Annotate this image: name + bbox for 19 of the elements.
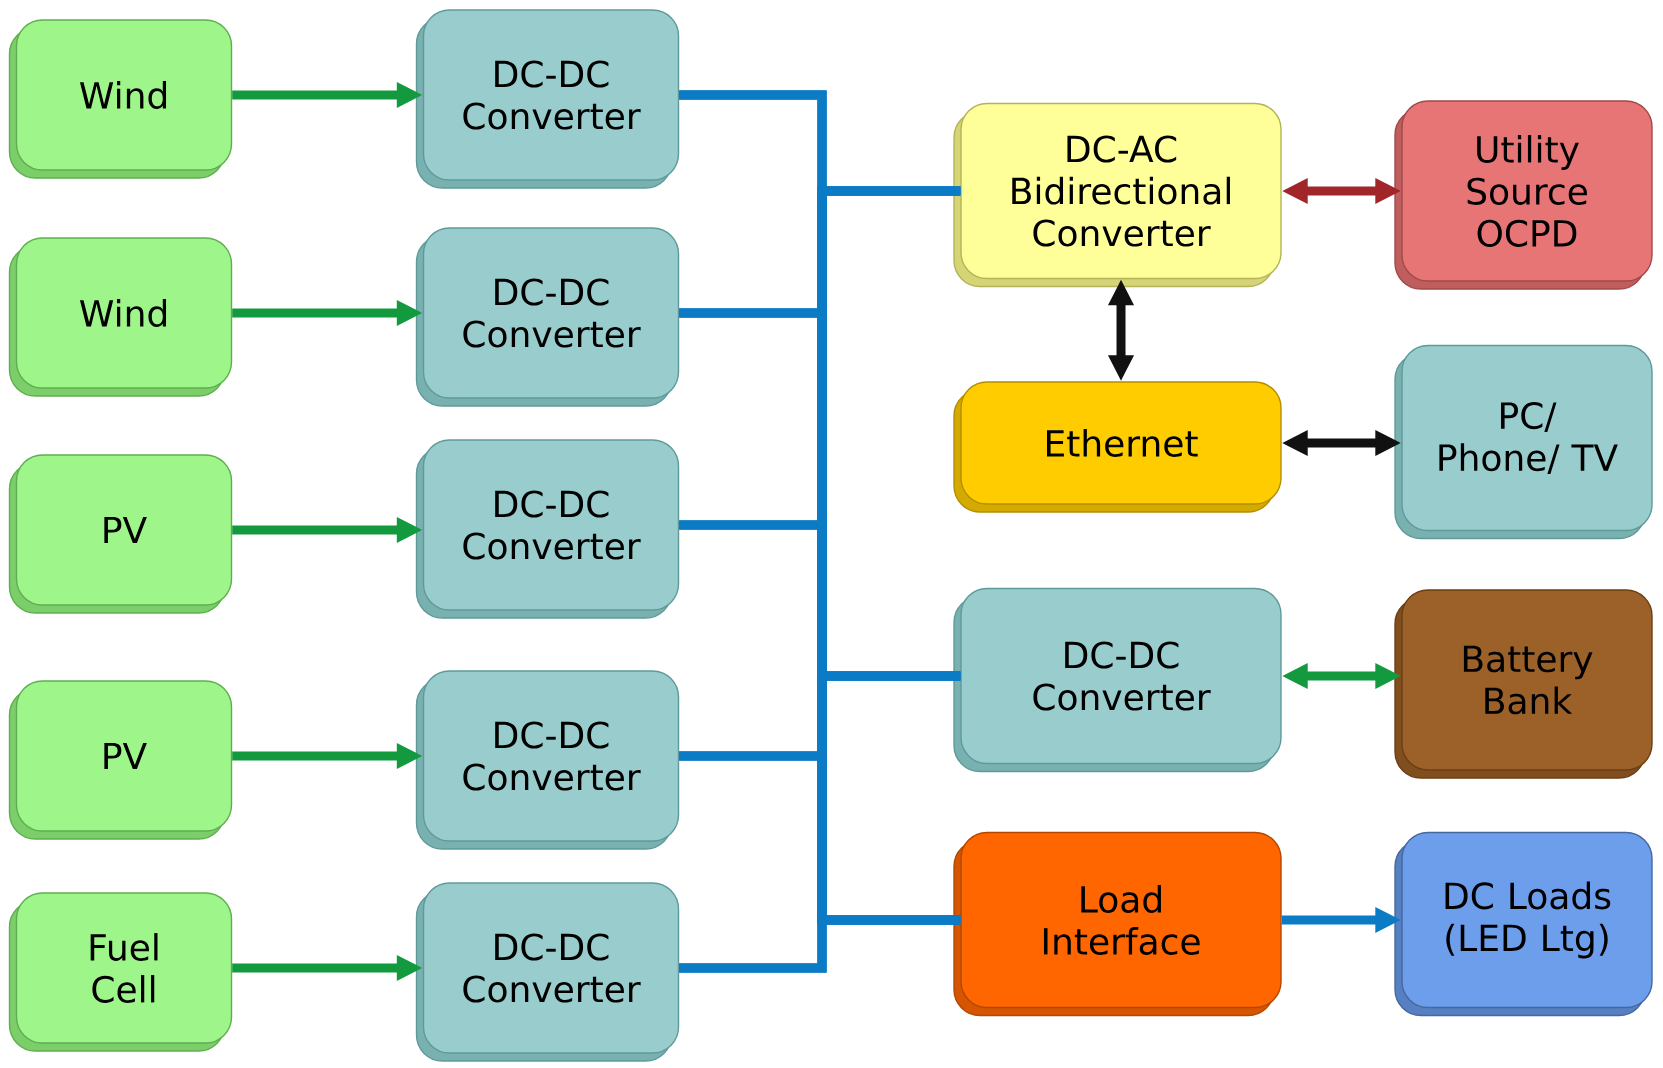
rounded-box: PV: [8, 680, 233, 840]
rounded-box: Fuel Cell: [8, 892, 233, 1052]
connector-line: [679, 915, 961, 973]
rounded-box: DC-DC Converter: [415, 882, 680, 1062]
rounded-box: Wind: [8, 19, 233, 179]
rounded-box: Utility Source OCPD: [1394, 100, 1653, 290]
rounded-box: Battery Bank: [1394, 589, 1653, 779]
rounded-box: DC Loads (LED Ltg): [1394, 831, 1653, 1017]
rounded-box: PV: [8, 454, 233, 614]
rounded-box: Wind: [8, 237, 233, 397]
rounded-box: DC-DC Converter: [415, 670, 680, 850]
rounded-box: DC-AC Bidirectional Converter: [953, 102, 1282, 288]
rounded-box: DC-DC Converter: [953, 587, 1282, 773]
rounded-box: DC-DC Converter: [415, 227, 680, 407]
rounded-box: PC/ Phone/ TV: [1394, 344, 1653, 540]
rounded-box: Ethernet: [953, 381, 1282, 513]
rounded-box: DC-DC Converter: [415, 9, 680, 189]
rounded-box: DC-DC Converter: [415, 439, 680, 619]
rounded-box: Load Interface: [953, 831, 1282, 1017]
